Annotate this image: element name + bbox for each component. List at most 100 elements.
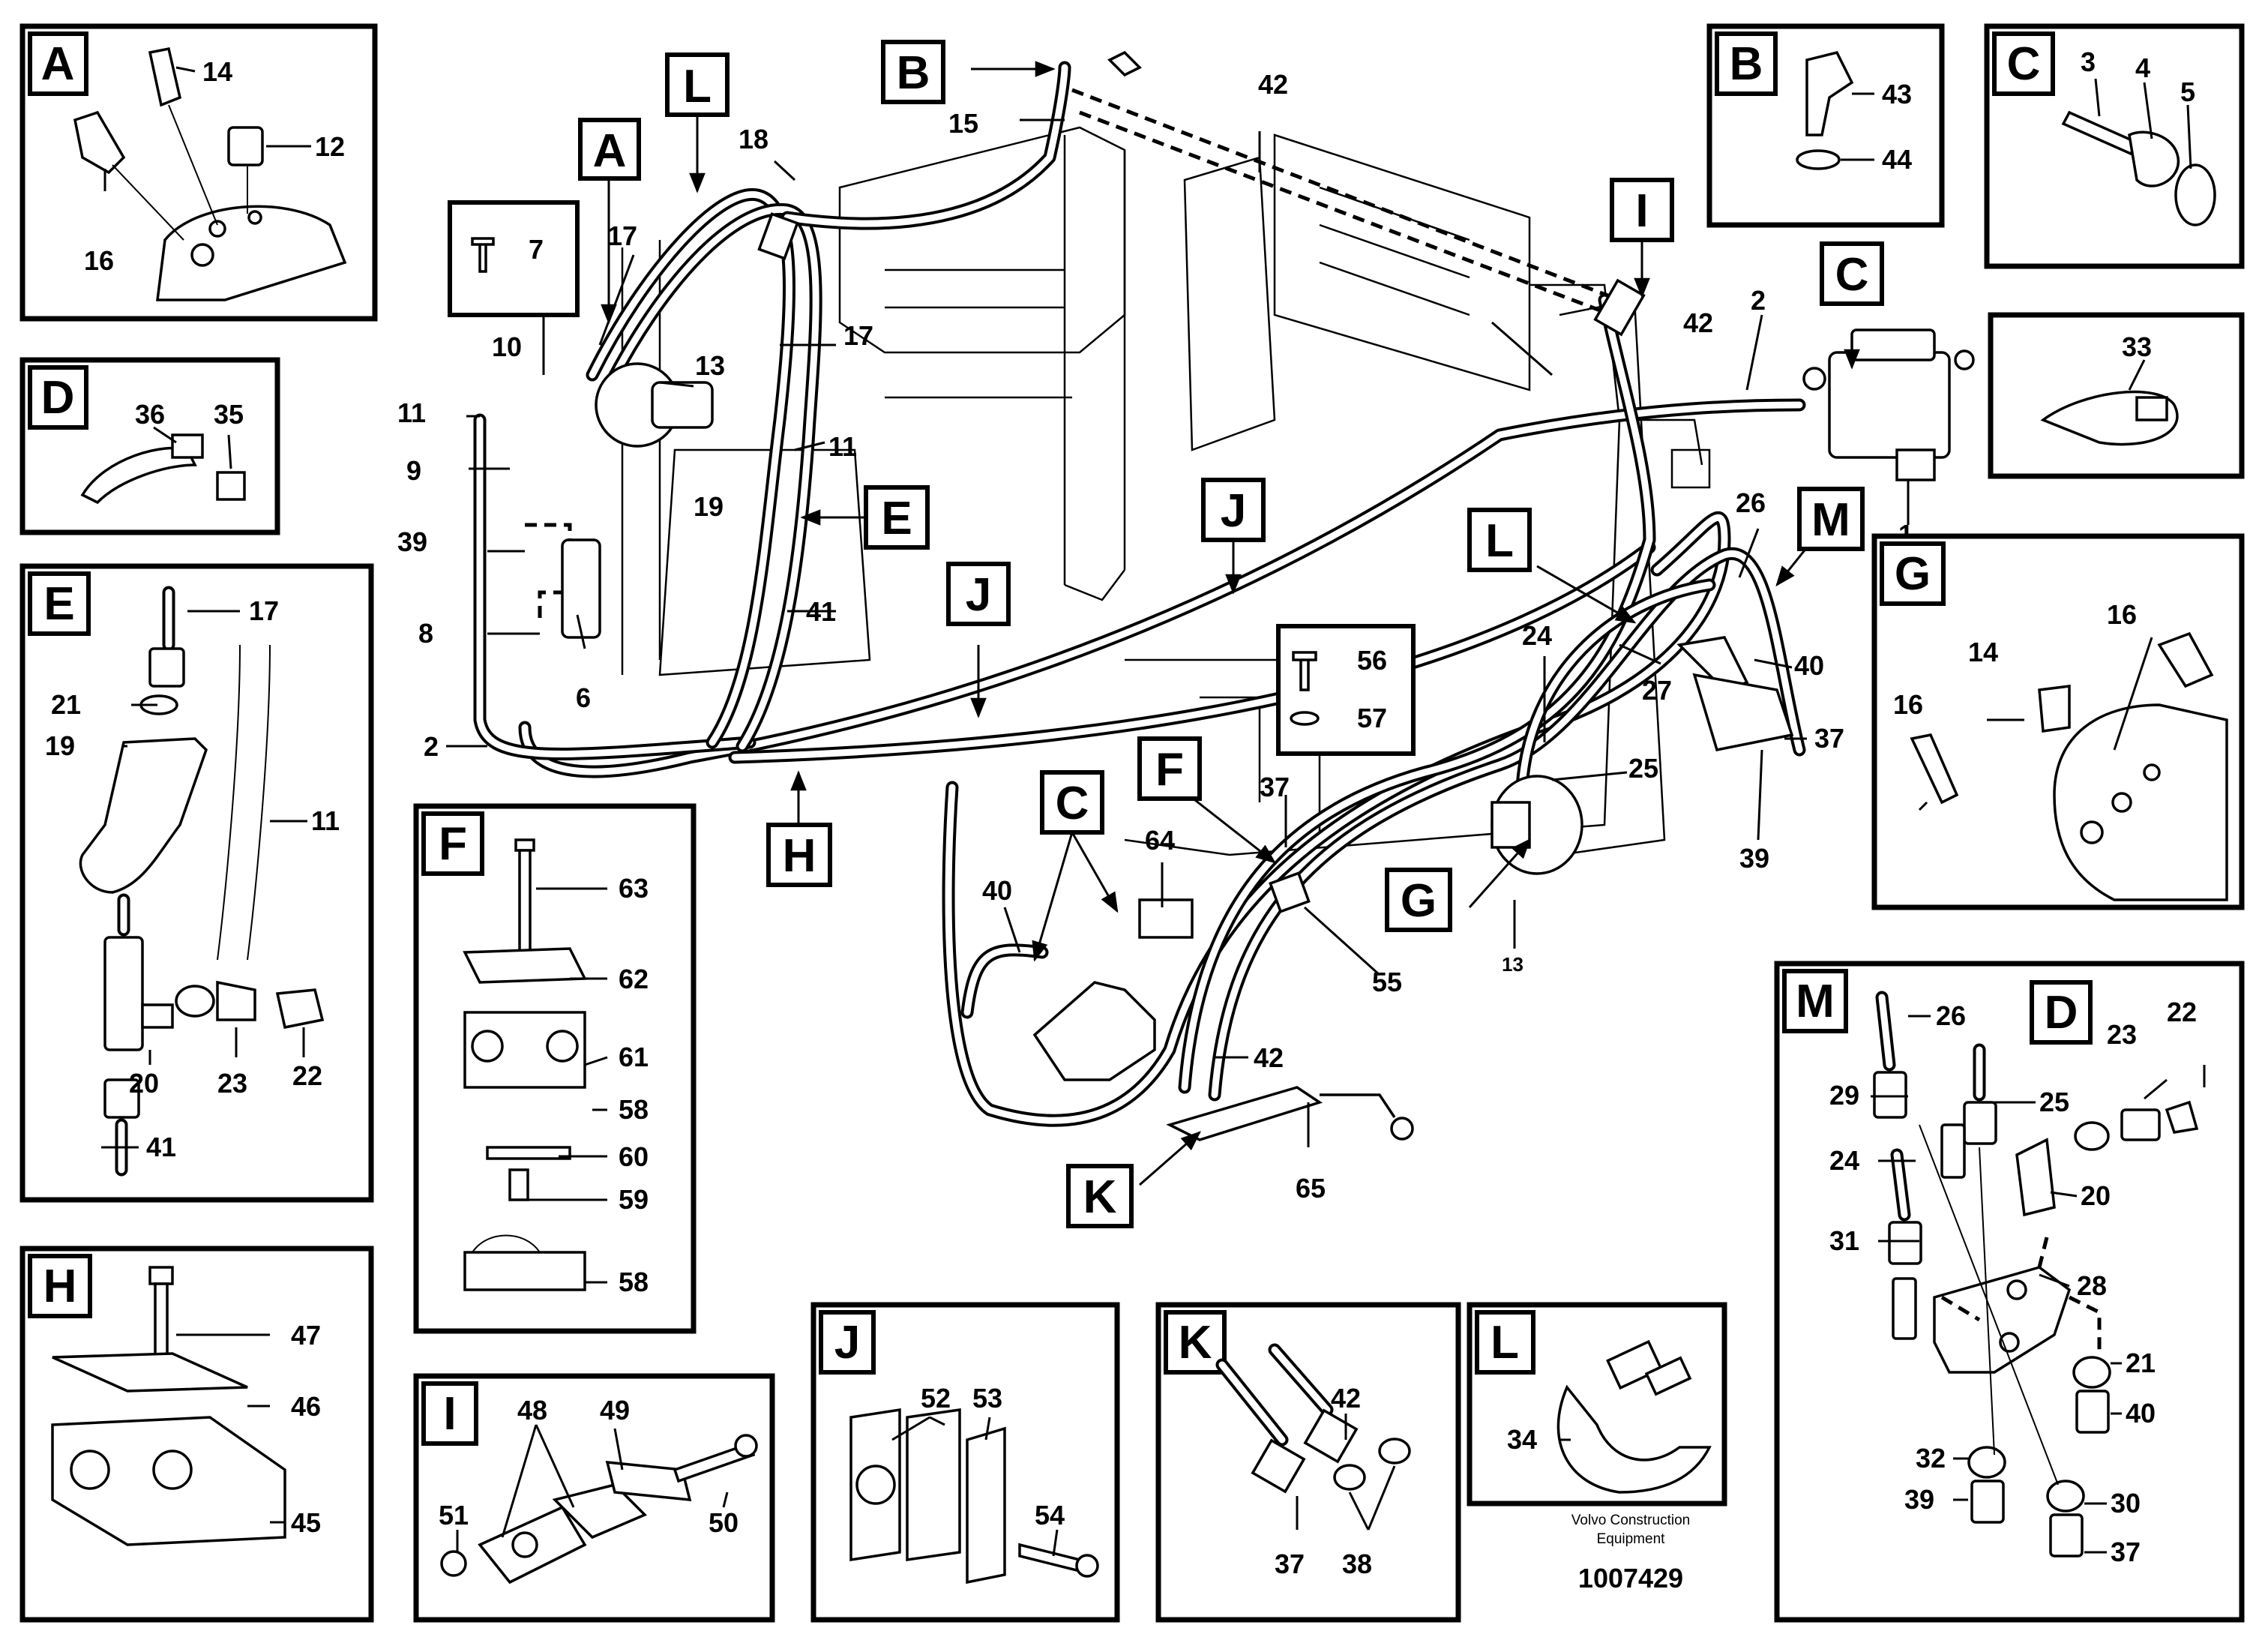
detail-i: I 48 49 51 50 xyxy=(413,1373,775,1623)
detail-m-label: 28 xyxy=(2077,1270,2107,1301)
detail-l-letter: L xyxy=(1491,1317,1519,1369)
detail-m-label: 39 xyxy=(1904,1484,1934,1515)
detail-d: D 36 35 xyxy=(19,357,280,535)
detail-m-label: 22 xyxy=(2167,997,2197,1027)
detail-b-letter: B xyxy=(1730,38,1763,90)
detail-f-label: 58 xyxy=(619,1267,649,1297)
detail-m-label: 23 xyxy=(2107,1019,2137,1050)
label-40: 40 xyxy=(982,875,1012,906)
label-26: 26 xyxy=(1736,487,1766,518)
label-9: 9 xyxy=(406,455,421,486)
hose-bundle xyxy=(473,61,1806,1127)
detail-f-label: 60 xyxy=(619,1141,649,1172)
callout-m: M xyxy=(1811,494,1850,546)
detail-m-label: 26 xyxy=(1936,1000,1966,1031)
detail-c-label: 4 xyxy=(2135,52,2150,83)
detail-d-label: 36 xyxy=(135,399,165,430)
detail-f-label: 62 xyxy=(619,964,649,994)
callout-i: I xyxy=(1635,185,1648,237)
callout-e: E xyxy=(881,493,912,544)
detail-e-label: 41 xyxy=(146,1132,176,1162)
detail-g-label: 16 xyxy=(1893,689,1923,720)
footer-company-line2: Equipment xyxy=(1597,1531,1666,1547)
callout-l: L xyxy=(1485,515,1514,567)
label-24: 24 xyxy=(1522,620,1552,651)
detail-e-label: 23 xyxy=(217,1068,247,1099)
detail-e-label: 19 xyxy=(45,730,75,761)
label-8: 8 xyxy=(418,618,433,649)
detail-i-label: 48 xyxy=(517,1395,547,1426)
callout-j: J xyxy=(966,569,991,621)
label-13: 13 xyxy=(1502,953,1523,976)
detail-h: H 47 46 45 xyxy=(19,1246,374,1623)
label-6: 6 xyxy=(576,682,591,713)
detail-m-label: 32 xyxy=(1916,1443,1946,1474)
detail-m-label: 30 xyxy=(2111,1488,2141,1519)
label-57: 57 xyxy=(1357,703,1387,733)
callout-c: C xyxy=(1056,778,1089,829)
detail-h-label: 45 xyxy=(291,1507,321,1538)
main-assembly: A L B I C E J J L M H C F G xyxy=(397,40,1975,1228)
detail-f-label: 58 xyxy=(619,1094,649,1125)
callout-h: H xyxy=(783,830,816,882)
detail-f-label: 63 xyxy=(619,873,649,904)
detail-i-label: 50 xyxy=(709,1507,739,1538)
detail-j: J 52 53 54 xyxy=(810,1302,1120,1623)
detail-g: G 16 14 16 xyxy=(1871,533,2245,910)
detail-e-label: 20 xyxy=(129,1068,159,1099)
label-37: 37 xyxy=(1260,772,1290,802)
callout-j: J xyxy=(1221,485,1246,537)
detail-m-label: 31 xyxy=(1829,1225,1859,1256)
detail-i-letter: I xyxy=(443,1388,456,1440)
detail-c-label: 3 xyxy=(2081,46,2096,77)
detail-a-letter: A xyxy=(41,38,75,90)
callout-a: A xyxy=(593,125,627,177)
detail-m-label: 21 xyxy=(2126,1348,2156,1378)
detail-f-label: 61 xyxy=(619,1042,649,1072)
label-39: 39 xyxy=(397,526,427,557)
detail-m-label: 20 xyxy=(2081,1180,2111,1211)
detail-m-sub-letter: D xyxy=(2045,987,2078,1039)
detail-c: C 3 4 5 xyxy=(1984,23,2245,269)
main-callout-tags: A L B I C E J J L M H C F G xyxy=(578,40,1884,1228)
detail-f-letter: F xyxy=(439,818,467,870)
detail-a-label: 16 xyxy=(84,245,114,276)
label-40: 40 xyxy=(1794,650,1824,681)
detail-k: K 42 37 38 xyxy=(1155,1302,1461,1623)
detail-h-label: 47 xyxy=(291,1320,321,1351)
label-41: 41 xyxy=(806,596,836,627)
label-11: 11 xyxy=(397,397,426,428)
detail-e-label: 21 xyxy=(51,689,81,720)
drawing-number: 1007429 xyxy=(1578,1563,1683,1594)
detail-33-label: 33 xyxy=(2122,331,2152,362)
detail-f-label: 59 xyxy=(619,1184,649,1215)
detail-e-letter: E xyxy=(43,578,74,630)
detail-33: 33 xyxy=(1988,312,2245,479)
detail-l-label: 34 xyxy=(1507,1424,1537,1455)
detail-b: B 43 44 xyxy=(1706,23,1945,228)
detail-e-label: 22 xyxy=(292,1060,322,1091)
callout-l: L xyxy=(683,61,712,112)
footer-company: Volvo Construction xyxy=(1571,1513,1690,1528)
label-2: 2 xyxy=(1751,285,1766,316)
detail-k-label: 37 xyxy=(1275,1549,1305,1579)
label-56: 56 xyxy=(1357,645,1387,676)
label-2: 2 xyxy=(424,731,439,762)
label-17: 17 xyxy=(607,220,637,251)
main-part-labels: 7 17 18 15 42 10 13 17 11 9 11 19 39 41 … xyxy=(397,69,1913,1204)
label-42: 42 xyxy=(1254,1042,1284,1073)
detail-h-label: 46 xyxy=(291,1391,321,1422)
detail-g-label: 14 xyxy=(1968,637,1998,667)
label-64: 64 xyxy=(1145,825,1175,856)
detail-j-label: 52 xyxy=(921,1383,951,1414)
detail-m-label: 40 xyxy=(2126,1398,2156,1429)
callout-f: F xyxy=(1155,744,1184,796)
footer: Volvo Construction Equipment 1007429 xyxy=(1571,1513,1690,1594)
label-42: 42 xyxy=(1258,69,1288,100)
detail-e: E 17 21 19 11 20 23 22 41 xyxy=(19,563,374,1203)
detail-e-label: 11 xyxy=(311,805,340,836)
detail-k-label: 42 xyxy=(1331,1383,1361,1414)
label-11: 11 xyxy=(828,431,857,462)
